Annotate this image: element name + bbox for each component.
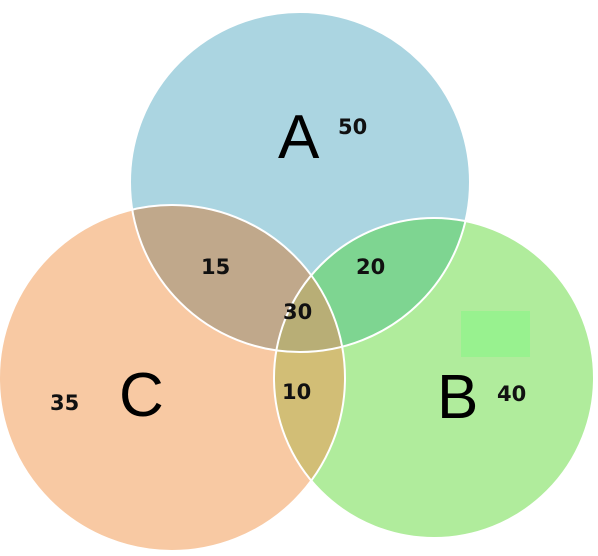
circle-c-outline bbox=[0, 204, 346, 552]
set-a-label: A bbox=[278, 103, 320, 172]
region-a-b: 20 bbox=[356, 255, 385, 279]
region-a-b-c: 30 bbox=[283, 300, 312, 324]
region-a-c: 15 bbox=[201, 255, 230, 279]
set-b-label: B bbox=[437, 363, 478, 432]
region-a-only: 50 bbox=[338, 115, 367, 139]
circle-a-outline bbox=[129, 11, 471, 353]
circle-b-outline bbox=[273, 217, 595, 539]
region-b-only: 40 bbox=[497, 382, 526, 406]
set-c-label: C bbox=[119, 361, 164, 430]
region-b-c: 10 bbox=[282, 380, 311, 404]
overlap-a-c bbox=[130, 205, 345, 352]
highlight-patch bbox=[461, 311, 530, 357]
overlap-a-b bbox=[274, 218, 470, 352]
region-c-only: 35 bbox=[50, 391, 79, 415]
